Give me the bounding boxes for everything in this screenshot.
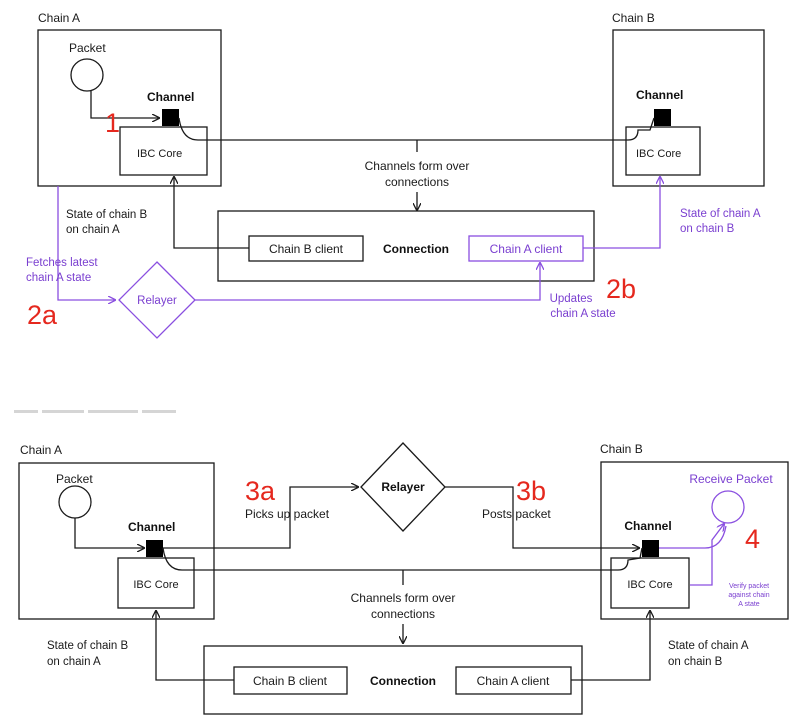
bottom-step-3b: 3b (516, 476, 546, 506)
bottom-packet-label: Packet (56, 472, 93, 486)
top-updates-line2: chain A state (550, 308, 615, 320)
top-packet-arrow (90, 91, 159, 118)
bottom-verify-line3: A state (738, 601, 760, 608)
top-packet-label: Packet (69, 41, 106, 55)
bottom-channels-form-line1: Channels form over (351, 591, 456, 605)
bottom-state-a-arrow (571, 611, 650, 681)
bottom-ibc-core-b-label: IBC Core (627, 579, 672, 591)
top-channel-link (178, 117, 655, 141)
bottom-picks-up-label: Picks up packet (245, 507, 330, 521)
top-chain-b-label: Chain B (612, 11, 655, 25)
top-fetches-line2: chain A state (26, 272, 91, 284)
top-state-b-line1: State of chain B (66, 209, 148, 221)
bottom-picks-up-arrow (163, 487, 358, 549)
bottom-posts-label: Posts packet (482, 507, 551, 521)
top-ibc-core-a-box (119, 126, 208, 176)
bottom-diagram: Chain A Packet Channel IBC Core Chain B … (18, 442, 789, 715)
top-chain-b-client-box (248, 235, 364, 262)
top-channels-form-line1: Channels form over (365, 159, 470, 173)
bottom-verify-line1: Verify packet (729, 583, 769, 590)
bottom-state-b-line2: on chain A (47, 656, 101, 668)
top-step-2a: 2a (27, 300, 58, 330)
top-step-1: 1 (105, 108, 120, 138)
top-channel-b-label: Channel (636, 88, 683, 102)
bottom-chain-b-label: Chain B (600, 442, 643, 456)
top-diagram: Chain A Packet 1 Channel IBC Core Chain … (26, 11, 765, 339)
top-state-a-line2: on chain B (680, 223, 735, 235)
top-state-a-line1: State of chain A (680, 208, 761, 220)
bottom-channel-a-square (146, 540, 163, 557)
bottom-receive-circle (711, 490, 745, 524)
bottom-chain-a-label: Chain A (20, 443, 62, 457)
top-chain-a-label: Chain A (38, 11, 80, 25)
bottom-verify-arrow (690, 524, 724, 586)
bottom-packet-arrow (74, 518, 144, 548)
bottom-relayer-label: Relayer (381, 480, 425, 494)
top-update-arrow (195, 263, 540, 301)
bottom-receive-packet-label: Receive Packet (689, 472, 773, 486)
bottom-relayer-diamond (360, 442, 446, 532)
top-ibc-core-a-label: IBC Core (137, 148, 182, 160)
bottom-ibc-core-a-box (117, 557, 195, 609)
top-step-2b: 2b (606, 274, 636, 304)
top-channel-a-label: Channel (147, 90, 194, 104)
top-packet-circle (70, 58, 104, 92)
bottom-state-b-line1: State of chain B (47, 640, 129, 652)
top-connection-label: Connection (383, 242, 449, 256)
top-updates-line1: Updates (550, 293, 593, 305)
top-state-b-line2: on chain A (66, 224, 120, 236)
bottom-state-b-arrow (156, 611, 234, 681)
separator-residue (14, 410, 176, 413)
top-channels-form-line2: connections (385, 175, 449, 189)
top-ibc-core-b-box (625, 126, 701, 176)
top-relayer-diamond (118, 261, 196, 339)
top-fetches-line1: Fetches latest (26, 257, 98, 269)
top-channel-b-square (654, 109, 671, 126)
top-state-b-arrow (174, 177, 249, 249)
bottom-ibc-core-b-box (610, 557, 690, 609)
top-fetch-arrow (57, 186, 115, 300)
bottom-posts-arrow (445, 486, 639, 548)
bottom-connection-label: Connection (370, 674, 436, 688)
bottom-channel-b-square (642, 540, 659, 557)
bottom-ibc-core-a-label: IBC Core (133, 579, 178, 591)
top-relayer-label: Relayer (137, 295, 177, 307)
bottom-state-a-line1: State of chain A (668, 640, 749, 652)
top-state-a-arrow (583, 177, 660, 249)
bottom-verify-line2: against chain (728, 592, 769, 599)
top-chain-a-client-label: Chain A client (490, 242, 563, 256)
bottom-channel-link (162, 547, 643, 571)
bottom-packet-circle (58, 485, 92, 519)
top-channel-a-square (162, 109, 179, 126)
bottom-chain-a-client-label: Chain A client (477, 674, 550, 688)
bottom-step-3a: 3a (245, 476, 276, 506)
top-chain-b-client-label: Chain B client (269, 242, 344, 256)
bottom-channel-a-label: Channel (128, 520, 175, 534)
bottom-channel-b-label: Channel (624, 519, 671, 533)
bottom-step-4: 4 (745, 524, 760, 554)
bottom-channels-form-line2: connections (371, 607, 435, 621)
bottom-channel-to-receive (659, 525, 727, 549)
bottom-chain-b-client-label: Chain B client (253, 674, 328, 688)
bottom-state-a-line2: on chain B (668, 656, 723, 668)
top-ibc-core-b-label: IBC Core (636, 148, 681, 160)
